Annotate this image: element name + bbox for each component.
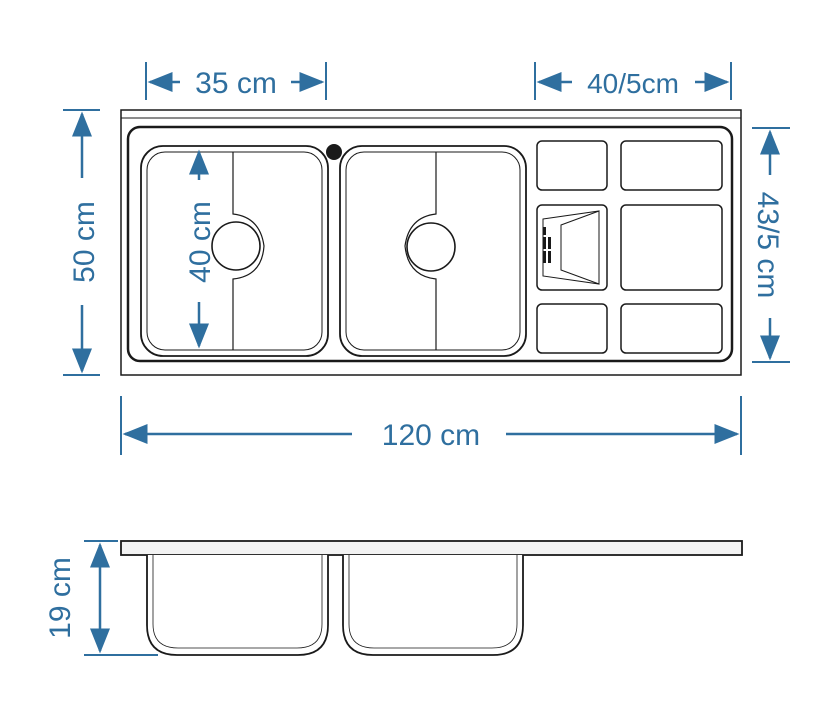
left-bowl [140,145,329,357]
left-drain [211,221,261,271]
side-view [120,540,743,656]
dim-label-43-5cm: 43/5 cm [751,192,784,299]
side-bowl-right [342,555,524,656]
dim-19cm: 19 cm [44,540,158,656]
dim-35cm: 35 cm [145,62,327,100]
faucet-hole [326,144,342,160]
top-view [120,109,742,376]
side-bowl-left [146,555,329,656]
overflow-slot [543,251,546,263]
overflow-slot [548,251,551,263]
dim-label-35cm: 35 cm [195,67,277,100]
right-drain [406,222,456,272]
dim-label-40-5cm: 40/5cm [587,68,679,99]
overflow-slot [543,237,546,249]
side-top-plate [120,540,743,556]
drainboard [536,140,723,354]
dim-label-40cm: 40 cm [184,201,217,283]
dim-label-120cm: 120 cm [382,419,480,452]
dim-43-5cm: 43/5 cm [751,127,790,363]
right-bowl [339,145,527,357]
dim-40cm: 40 cm [184,149,217,349]
drainboard-panel [620,303,723,354]
dim-50cm: 50 cm [63,109,101,376]
dim-40-5cm: 40/5cm [534,62,732,100]
overflow-box [536,204,608,291]
drainboard-panel [620,140,723,191]
dim-label-50cm: 50 cm [68,201,101,283]
dim-label-19cm: 19 cm [44,557,77,639]
drainboard-panel [620,204,723,291]
drainboard-panel [536,140,608,191]
drainboard-panel [536,303,608,354]
dim-120cm: 120 cm [120,396,742,455]
overflow-slot [548,237,551,249]
overflow-slot [543,227,546,235]
